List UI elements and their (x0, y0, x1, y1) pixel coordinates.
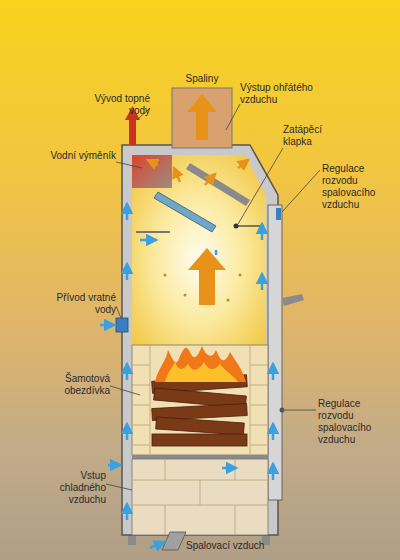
leg (128, 535, 136, 545)
air-inlet (162, 532, 186, 550)
gas-arrow (238, 160, 248, 168)
air-arrow (150, 542, 164, 548)
part-label: Zatápěcí klapka (283, 124, 345, 148)
grate (136, 231, 170, 233)
water-outlet (129, 118, 136, 145)
water-inlet (116, 318, 128, 332)
air-regulator (280, 408, 285, 413)
part-label: Šamotová obezdívka (34, 373, 110, 397)
grate (132, 455, 268, 459)
water-exchanger (132, 155, 172, 188)
leader-lines (106, 104, 320, 490)
part-label: Regulace rozvodu spalovacího vzduchu (318, 398, 392, 446)
gas-arrow (205, 174, 215, 185)
firewood (152, 375, 248, 446)
part-label: Výstup ohřátého vzduchu (240, 82, 318, 106)
air-arrows (100, 204, 273, 520)
chamotte-lining (132, 345, 268, 455)
air-regulator (276, 208, 281, 220)
heat-arrow (188, 248, 226, 305)
air-dot (239, 274, 242, 277)
damper (236, 225, 262, 226)
flue (172, 88, 232, 148)
gas-arrow (174, 168, 180, 182)
part-label: Vstup chladného vzduchu (36, 470, 106, 506)
part-label: Spalovací vzduch (186, 540, 296, 552)
part-label: Vývod topné vody (78, 93, 150, 117)
ash-pit (132, 459, 268, 535)
flue-arrow (187, 94, 217, 140)
part-label: Regulace rozvodu spalovacího vzduchu (322, 163, 396, 211)
door (268, 205, 282, 500)
part-label: Vodní výměník (44, 150, 116, 162)
part-label: Spaliny (172, 73, 232, 85)
brick-lines (132, 345, 268, 455)
flames (155, 346, 246, 382)
door-handle (282, 294, 304, 306)
damper-pivot (234, 224, 239, 229)
baffle (154, 192, 216, 232)
baffle (186, 163, 250, 206)
flames (165, 362, 238, 382)
boiler-body (122, 145, 278, 535)
air-dot (184, 294, 187, 297)
air-dot (227, 299, 230, 302)
air-dot (164, 274, 167, 277)
gas-arrow (148, 160, 158, 165)
combustion-chamber (132, 155, 266, 345)
part-label: Přívod vratné vody (40, 292, 116, 316)
brick-lines (132, 459, 268, 535)
